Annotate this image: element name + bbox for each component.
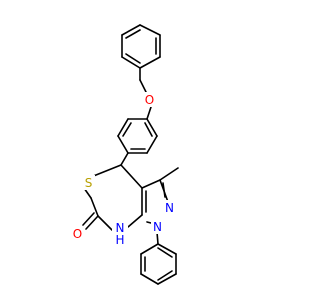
bond (146, 135, 158, 154)
pyrazole-nitrogen-atom: N (163, 200, 176, 215)
atom-labels: O S N N N H O (71, 92, 176, 247)
bond (120, 164, 143, 189)
bond (122, 122, 132, 137)
carbonyl-oxygen-label: O (73, 227, 82, 241)
amide-nitrogen-label: N (116, 221, 125, 235)
bond (97, 215, 113, 231)
bond (125, 29, 141, 39)
bond (141, 179, 161, 189)
sulfur-label: S (85, 176, 93, 190)
bond (139, 56, 161, 69)
bond (157, 270, 173, 281)
bond (90, 197, 99, 217)
bond (159, 167, 179, 181)
bond (90, 164, 122, 178)
bond (125, 53, 141, 64)
bond (117, 118, 129, 137)
phenyl-nitrogen-atom: N (151, 219, 164, 234)
bond (139, 24, 161, 36)
carbonyl-oxygen-atom: O (71, 226, 84, 241)
bond (146, 106, 152, 120)
ether-oxygen-label: O (145, 93, 154, 107)
bond (140, 273, 159, 285)
amide-nitrogen-atom: N H (112, 221, 128, 247)
structure-diagram: O S N N N H O (71, 24, 179, 285)
bond (121, 56, 141, 69)
pyrazole-nitrogen-label: N (165, 201, 174, 215)
amide-hydrogen-label: H (115, 233, 124, 247)
bond (85, 215, 99, 230)
bond (162, 182, 166, 198)
bond (121, 24, 141, 36)
bond (117, 135, 129, 154)
bond (139, 79, 147, 93)
bond (82, 212, 95, 226)
bond (146, 118, 158, 137)
bond (144, 122, 153, 137)
bond (157, 243, 177, 255)
bond (157, 247, 173, 258)
phenyl-nitrogen-label: N (153, 220, 162, 234)
ether-oxygen-atom: O (143, 92, 156, 107)
bond (140, 243, 159, 255)
sulfur-atom: S (82, 175, 95, 190)
bond (127, 214, 143, 228)
bond (120, 152, 129, 166)
bonds (82, 24, 179, 285)
bond (157, 273, 177, 285)
